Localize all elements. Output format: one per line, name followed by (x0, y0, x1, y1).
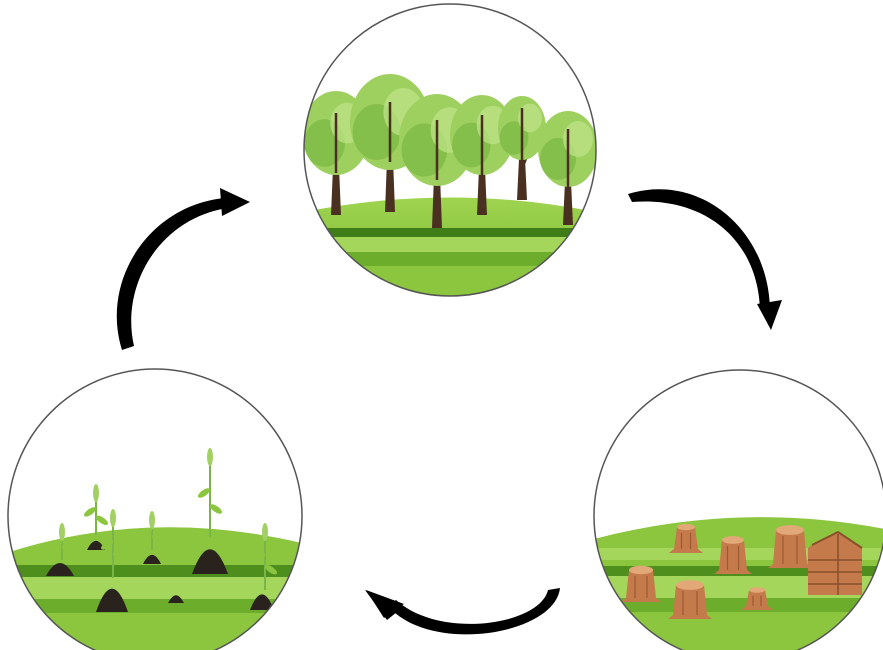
arrow-forest-to-stumps (628, 189, 782, 330)
stump-icon (621, 565, 661, 602)
curved-arrow-icon (628, 189, 770, 312)
seedling-icon (253, 523, 277, 590)
stump-icon (714, 536, 752, 574)
soil-mound-icon (168, 595, 184, 603)
arrowhead-icon (220, 188, 250, 216)
seedling-icon (101, 509, 125, 578)
soil-mound-icon (143, 554, 161, 564)
stump-icon (668, 580, 712, 619)
arrow-planting-to-forest (116, 188, 250, 350)
arrow-stumps-to-planting (365, 588, 560, 635)
seedling-icon (84, 484, 108, 535)
arrowhead-icon (757, 300, 782, 330)
tree-icon (498, 96, 546, 200)
soil-mound-icon (46, 563, 74, 576)
stump-icon (669, 523, 703, 553)
seedling-icon (198, 448, 222, 537)
curved-arrow-icon (388, 588, 560, 635)
stump-icon (768, 525, 812, 568)
stumps-stage (593, 369, 883, 650)
tree-icon (538, 111, 596, 225)
tree-stumps-icon (594, 517, 883, 650)
planting-stage (7, 368, 303, 650)
forest-stage (303, 3, 597, 297)
stump-icon (741, 587, 773, 610)
seedling-icon (50, 523, 74, 560)
soil-mound-icon (250, 594, 274, 610)
soil-mound-icon (96, 588, 128, 612)
seedling-icon (140, 511, 164, 550)
log-pile (808, 530, 863, 595)
soil-mound-icon (192, 549, 228, 574)
soil-mound-icon (87, 540, 105, 550)
curved-arrow-icon (116, 198, 228, 350)
